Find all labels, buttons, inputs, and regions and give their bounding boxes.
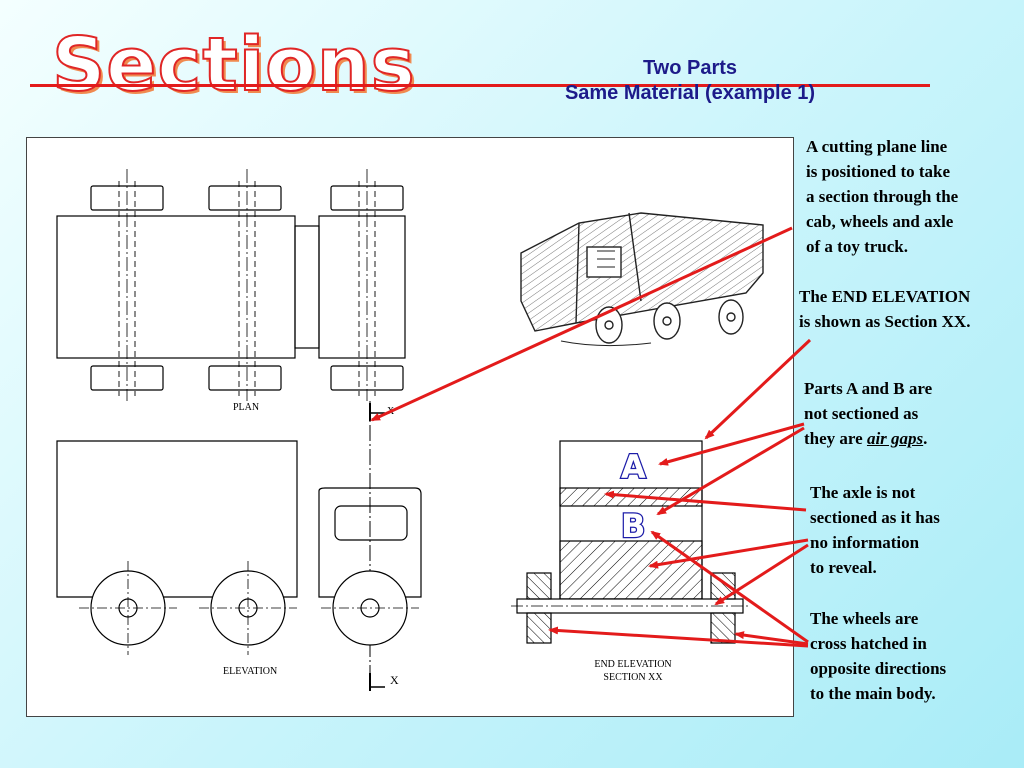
plan-view bbox=[56, 169, 406, 401]
note-line: not sectioned as bbox=[804, 404, 919, 423]
note-wheels: The wheels are cross hatched in opposite… bbox=[810, 606, 946, 706]
plan-axle-lines bbox=[118, 181, 376, 396]
note-line: Parts A and B are bbox=[804, 379, 933, 398]
part-a-label: A bbox=[621, 448, 646, 486]
section-xx-label: SECTION XX bbox=[603, 672, 663, 683]
part-b-label: B bbox=[621, 507, 645, 545]
note-line: cross hatched in bbox=[810, 634, 927, 653]
note-line: The wheels are bbox=[810, 609, 919, 628]
note-line: of a toy truck. bbox=[806, 237, 908, 256]
note-line: is shown as Section XX. bbox=[799, 312, 971, 331]
plan-cab bbox=[318, 215, 406, 359]
plan-body bbox=[56, 215, 296, 359]
note-line: no information bbox=[810, 533, 920, 552]
note-line: sectioned as it has bbox=[810, 508, 940, 527]
plan-wheel-5 bbox=[208, 365, 282, 391]
section-wheel-left-top bbox=[526, 572, 552, 600]
note-parts: Parts A and B are not sectioned as they … bbox=[804, 376, 932, 451]
technical-drawing: PLAN X X ELEVATIO bbox=[56, 169, 764, 691]
note-line: is positioned to take bbox=[806, 162, 951, 181]
air-gaps-emphasis: air gaps bbox=[866, 429, 924, 448]
slide-title: Sections bbox=[51, 22, 416, 108]
elevation-label: ELEVATION bbox=[223, 666, 277, 677]
plan-label: PLAN bbox=[233, 402, 259, 413]
subtitle-line-1: Two Parts bbox=[642, 57, 738, 79]
note-line: cab, wheels and axle bbox=[806, 212, 954, 231]
truck-sketch bbox=[520, 212, 764, 347]
section-wheel-left-bottom bbox=[526, 612, 552, 644]
elevation-view bbox=[56, 440, 422, 655]
plan-centre-lines bbox=[126, 169, 368, 401]
section-hatched-band-1 bbox=[559, 487, 703, 507]
note-end-elevation: The END ELEVATION is shown as Section XX… bbox=[799, 284, 970, 334]
cutting-plane-line bbox=[369, 401, 385, 691]
note-line: A cutting plane line bbox=[806, 137, 948, 156]
title-underline bbox=[30, 84, 930, 87]
subtitle-line-2: Same Material (example 1) bbox=[564, 82, 816, 104]
note-axle: The axle is not sectioned as it has no i… bbox=[810, 480, 940, 580]
section-wheel-right-top bbox=[710, 572, 736, 600]
elevation-body bbox=[56, 440, 298, 598]
note-text: they are bbox=[804, 429, 867, 448]
slide-subtitle: Two Parts Same Material (example 1) bbox=[520, 56, 860, 106]
elevation-centre-lines bbox=[79, 561, 419, 655]
section-axle bbox=[516, 598, 744, 614]
truck-sketch-wheel-3 bbox=[718, 299, 744, 335]
note-line: opposite directions bbox=[810, 659, 947, 678]
note-line: to reveal. bbox=[810, 558, 877, 577]
cutting-mark-bottom: X bbox=[390, 673, 399, 687]
plan-wheel-2 bbox=[208, 185, 282, 211]
cutting-mark-top: X bbox=[387, 406, 395, 417]
section-wheel-right-bottom bbox=[710, 612, 736, 644]
section-hatched-band-2 bbox=[559, 540, 703, 600]
truck-sketch-wheel-2 bbox=[653, 302, 681, 340]
note-line: they are air gaps. bbox=[804, 426, 932, 451]
elevation-cab bbox=[318, 487, 422, 598]
note-text: . bbox=[923, 429, 928, 448]
end-elevation-label: END ELEVATION bbox=[594, 659, 671, 670]
note-line: The axle is not bbox=[810, 483, 916, 502]
plan-neck bbox=[294, 225, 320, 349]
drawing-frame: PLAN X X ELEVATIO bbox=[26, 137, 794, 717]
note-line: a section through the bbox=[806, 187, 959, 206]
elevation-cab-window bbox=[334, 505, 408, 541]
note-line: The END ELEVATION bbox=[799, 287, 971, 306]
truck-sketch-wheel-1 bbox=[595, 306, 623, 344]
note-cutting-plane: A cutting plane line is positioned to ta… bbox=[806, 134, 958, 259]
note-line: to the main body. bbox=[810, 684, 936, 703]
